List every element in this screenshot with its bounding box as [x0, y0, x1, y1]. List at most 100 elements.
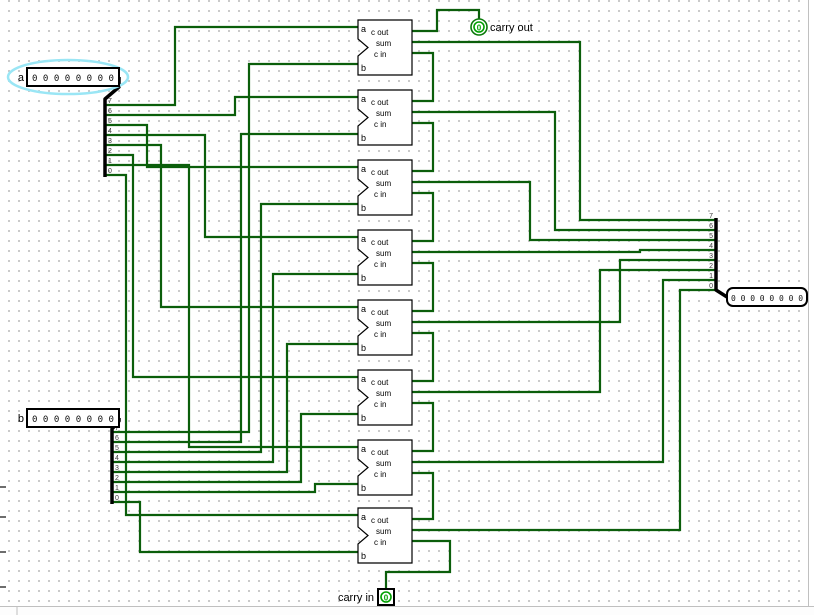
adder-port-cout-label: c out	[371, 98, 389, 107]
wire-carry-5-6[interactable]	[412, 121, 435, 173]
wire-a-bit7[interactable]	[105, 25, 358, 107]
adder-port-cin-label: c in	[374, 260, 386, 269]
wire-a-bit3[interactable]	[105, 143, 358, 309]
full-adder-bit6[interactable]: a b c out sum c in	[357, 89, 413, 146]
adder-port-sum-label: sum	[376, 109, 391, 118]
splitter-b-bit-0: 0	[115, 495, 119, 502]
wire-b-bit6[interactable]	[112, 132, 358, 444]
splitter-b[interactable]: 7 6 5 4 3 2 1 0	[110, 418, 121, 504]
adder-port-a-label: a	[361, 24, 366, 34]
adder-port-a-label: a	[361, 94, 366, 104]
wire-a-bit2[interactable]	[105, 153, 358, 379]
adder-port-sum-label: sum	[376, 319, 391, 328]
wire-sum-bit3[interactable]	[412, 258, 716, 324]
splitter-a-bit-1: 1	[108, 158, 112, 165]
wire-carry-2-3[interactable]	[412, 331, 435, 383]
wire-b-bit2[interactable]	[112, 412, 358, 484]
output-sum-value: 0 0 0 0 0 0 0 0	[731, 294, 803, 303]
full-adder-bit2[interactable]: a b c out sum c in	[357, 369, 413, 426]
adder-port-a-label: a	[361, 444, 366, 454]
adder-port-sum-label: sum	[376, 249, 391, 258]
splitter-out-bit-4: 4	[709, 243, 713, 250]
splitter-a-bit-4: 4	[108, 128, 112, 135]
wire-sum-bit7[interactable]	[412, 40, 716, 222]
input-pin-a[interactable]: 0 0 0 0 0 0 0 0 a	[18, 67, 120, 87]
carry-in-label: carry in	[338, 592, 374, 604]
splitter-a-bit-2: 2	[108, 148, 112, 155]
output-pin-sum[interactable]: 0 0 0 0 0 0 0 0	[726, 287, 808, 307]
input-a-value[interactable]: 0 0 0 0 0 0 0 0	[32, 74, 114, 84]
carry-out-label: carry out	[490, 22, 533, 34]
wire-sum-bit5[interactable]	[412, 180, 716, 242]
adder-port-sum-label: sum	[376, 179, 391, 188]
wire-carry-3-4[interactable]	[412, 261, 435, 313]
wire-b-bit7[interactable]	[112, 62, 358, 434]
wire-layer	[105, 8, 716, 589]
full-adder-bit4[interactable]: a b c out sum c in	[357, 229, 413, 286]
adder-port-cin-label: c in	[374, 538, 386, 547]
wire-carry-1-2[interactable]	[412, 401, 435, 453]
splitter-out-bit-7: 7	[709, 213, 713, 220]
input-b-value[interactable]: 0 0 0 0 0 0 0 0	[32, 415, 114, 425]
carry-in-value[interactable]: 0	[384, 594, 389, 603]
splitter-b-bit-3: 3	[115, 465, 119, 472]
full-adder-bit3[interactable]: a b c out sum c in	[357, 299, 413, 356]
splitter-out-bit-0: 0	[709, 283, 713, 290]
splitter-out-bit-6: 6	[709, 223, 713, 230]
wire-b-bit5[interactable]	[112, 202, 358, 454]
wire-sum-bit1[interactable]	[412, 278, 716, 464]
wire-sum-bit6[interactable]	[412, 110, 716, 232]
adder-port-sum-label: sum	[376, 527, 391, 536]
adder-port-b-label: b	[361, 203, 366, 213]
full-adder-bit1[interactable]: a b c out sum c in	[357, 439, 413, 496]
splitter-b-bit-1: 1	[115, 485, 119, 492]
wire-b-bit4[interactable]	[112, 272, 358, 464]
splitter-a-bit-5: 5	[108, 118, 112, 125]
wire-carry-in[interactable]	[384, 539, 452, 589]
adder-port-sum-label: sum	[376, 459, 391, 468]
carry-out-probe[interactable]: 0 carry out	[470, 18, 533, 36]
wire-a-bit6[interactable]	[105, 95, 358, 117]
splitter-out-bit-3: 3	[709, 253, 713, 260]
wire-b-bit3[interactable]	[112, 342, 358, 474]
adder-port-b-label: b	[361, 413, 366, 423]
adder-port-cin-label: c in	[374, 330, 386, 339]
wire-carry-6-7[interactable]	[412, 51, 435, 103]
full-adder-bit5[interactable]: a b c out sum c in	[357, 159, 413, 216]
adder-port-b-label: b	[361, 343, 366, 353]
wire-b-bit0[interactable]	[112, 500, 358, 554]
splitter-a-bit-3: 3	[108, 138, 112, 145]
splitter-out-bit-2: 2	[709, 263, 713, 270]
wire-b-bit1[interactable]	[112, 482, 358, 494]
splitter-out-bit-5: 5	[709, 233, 713, 240]
wire-sum-bit0[interactable]	[412, 288, 716, 532]
wire-sum-bit4[interactable]	[412, 248, 716, 254]
splitter-b-bit-7: 7	[115, 425, 119, 432]
input-a-label: a	[18, 72, 25, 84]
wire-sum-bit2[interactable]	[412, 268, 716, 394]
carry-in-pin[interactable]: 0 carry in	[338, 588, 395, 606]
adder-port-sum-label: sum	[376, 39, 391, 48]
wire-carry-out[interactable]	[412, 8, 481, 33]
adder-port-cout-label: c out	[371, 238, 389, 247]
splitter-output[interactable]: 7 6 5 4 3 2 1 0	[709, 213, 728, 299]
splitter-b-bit-5: 5	[115, 445, 119, 452]
adder-port-b-label: b	[361, 273, 366, 283]
adder-port-b-label: b	[361, 551, 366, 561]
adder-port-cout-label: c out	[371, 378, 389, 387]
input-b-label: b	[18, 413, 24, 425]
wire-carry-4-5[interactable]	[412, 191, 435, 243]
wire-a-bit0[interactable]	[105, 173, 358, 517]
full-adder-bit7[interactable]: a b c out sum c in	[357, 19, 413, 76]
input-pin-b[interactable]: 0 0 0 0 0 0 0 0 b	[18, 408, 120, 428]
splitter-b-bit-2: 2	[115, 475, 119, 482]
adder-port-sum-label: sum	[376, 389, 391, 398]
adder-port-cin-label: c in	[374, 120, 386, 129]
wire-a-bit4[interactable]	[105, 133, 358, 239]
splitter-a[interactable]: 7 6 5 4 3 2 1 0	[103, 77, 121, 177]
splitter-b-bit-4: 4	[115, 455, 119, 462]
full-adder-bit0[interactable]: a b c out sum c in	[357, 507, 413, 564]
wire-carry-0-1[interactable]	[412, 471, 435, 521]
